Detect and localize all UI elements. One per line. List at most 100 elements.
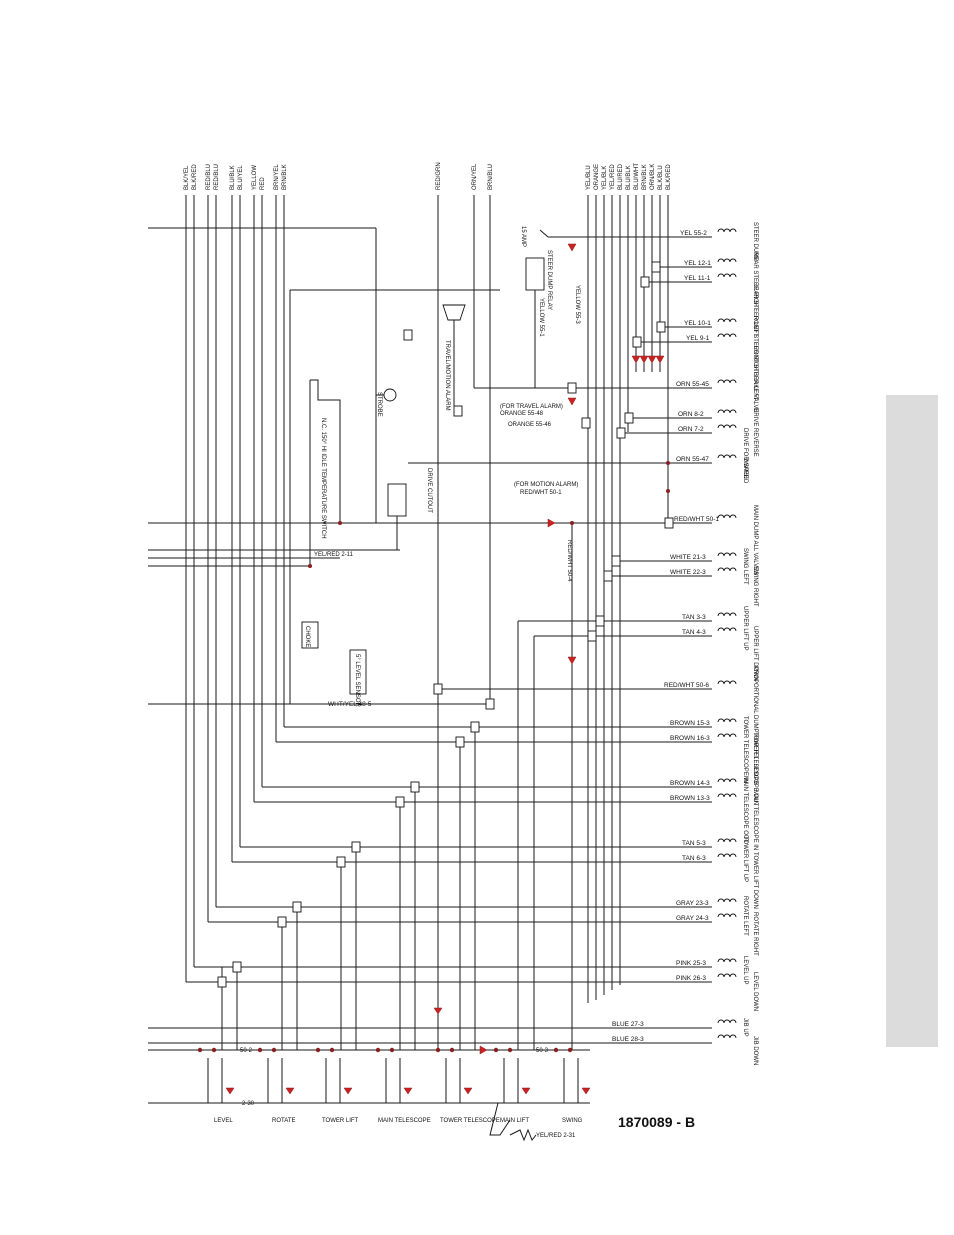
wire-note: YEL/RED 2-31 bbox=[536, 1133, 576, 1139]
wire-label: PINK 25-3 bbox=[676, 960, 706, 967]
wire-note: RED/WHT 50-4 bbox=[566, 540, 572, 582]
device-label: PROPORTIONAL DUMP FOR TELESCOPE bbox=[752, 666, 758, 784]
top-label: ORN/YEL bbox=[472, 163, 478, 190]
device-label: TOWER LIFT UP bbox=[742, 836, 748, 882]
wire-note: 50-3 bbox=[536, 1048, 549, 1054]
level-sensor-label: 5° LEVEL SENSOR bbox=[354, 654, 360, 708]
top-label: BRN/BLU bbox=[488, 164, 494, 190]
device-label: REAR STEER RIGHT bbox=[752, 252, 758, 311]
steer-dump-relay bbox=[525, 229, 549, 388]
device-label: UPPER LIFT UP bbox=[742, 606, 748, 651]
wire-label: YEL 9-1 bbox=[686, 335, 710, 342]
switch-label: TOWER LIFT bbox=[322, 1118, 359, 1124]
wire-label: YEL 12-1 bbox=[684, 260, 711, 267]
junction-dots bbox=[197, 461, 670, 1053]
switch-label: MAIN TELESCOPE bbox=[378, 1118, 431, 1124]
top-label: BRN/YEL bbox=[274, 164, 280, 190]
wire-label: RED/WHT 50-6 bbox=[664, 682, 709, 689]
top-label: BLU/YEL bbox=[238, 165, 244, 190]
alarm-label: TRAVEL/MOTION ALARM bbox=[444, 340, 450, 411]
device-labels: STEER DUMP REAR STEER RIGHT REAR STEER L… bbox=[742, 222, 758, 1065]
drive-cutout-label: DRIVE CUTOUT bbox=[426, 468, 432, 513]
top-label: BLU/BLK bbox=[230, 165, 236, 190]
top-label: BRN/BLK bbox=[282, 164, 288, 190]
wire-label: BROWN 16-3 bbox=[670, 735, 710, 742]
top-label: ORN/BLK bbox=[650, 164, 656, 190]
wire-note: ORANGE 55-46 bbox=[508, 422, 552, 428]
device-label: JIB UP bbox=[742, 1018, 748, 1037]
strobe-label: STROBE bbox=[376, 392, 382, 417]
top-label: YELLOW bbox=[252, 165, 258, 190]
choke-box bbox=[301, 621, 319, 649]
device-label: FRONT STEER LEFT bbox=[752, 342, 758, 401]
device-label: BRAKE VALVE bbox=[752, 372, 758, 412]
top-label: YEL/RED bbox=[610, 164, 616, 190]
top-label: BLU/RED bbox=[618, 163, 624, 190]
top-label: BLK/RED bbox=[192, 164, 198, 190]
wire-label: BROWN 15-3 bbox=[670, 720, 710, 727]
wire-note: 15 AMP bbox=[520, 226, 526, 247]
wire-note: YELLOW 55-1 bbox=[538, 298, 544, 337]
wire-label: BROWN 14-3 bbox=[670, 780, 710, 787]
level-sensor-box bbox=[349, 649, 367, 695]
travel-motion-alarm-horn bbox=[442, 304, 466, 406]
top-label: BLK/BLU bbox=[658, 165, 664, 190]
document-number: 1870089 - B bbox=[618, 1114, 696, 1130]
temperature-switch bbox=[309, 379, 341, 566]
wire-label: BLUE 27-3 bbox=[612, 1021, 644, 1028]
drive-cutout-relay bbox=[387, 483, 407, 550]
wire-label: ORN 55-47 bbox=[676, 456, 709, 463]
wire-label: GRAY 23-3 bbox=[676, 900, 709, 907]
wire-note: (FOR MOTION ALARM) bbox=[514, 482, 578, 488]
top-label: BLU/BLK bbox=[626, 165, 632, 190]
bottom-switch-bank bbox=[207, 1058, 591, 1142]
device-label: DRIVE FORWARD bbox=[742, 428, 748, 479]
top-label: BLU/WHT bbox=[634, 163, 640, 190]
top-label: RED/BLU bbox=[214, 164, 220, 190]
wire-label: TAN 4-3 bbox=[682, 629, 706, 636]
wire-label: YEL 55-2 bbox=[680, 230, 707, 237]
wire-note: (FOR TRAVEL ALARM) bbox=[500, 404, 563, 410]
device-label: REAR STEER LEFT bbox=[752, 282, 758, 337]
temp-switch-label: N.C. 150° HI IDLE TEMPERATURE SWITCH bbox=[320, 418, 326, 539]
wire-label: TAN 6-3 bbox=[682, 855, 706, 862]
top-label: YEL/BLU bbox=[586, 165, 592, 190]
device-label: TOWER TELESCOPE OUT bbox=[752, 732, 758, 806]
device-label: ROTATE RIGHT bbox=[752, 912, 758, 956]
device-label: UPPER LIFT DOWN bbox=[752, 626, 758, 681]
wire-label: TAN 3-3 bbox=[682, 614, 706, 621]
page-side-tab bbox=[886, 395, 938, 1047]
top-label: BLK/YEL bbox=[184, 165, 190, 190]
wire-label: YEL 10-1 bbox=[684, 320, 711, 327]
device-label: TOWER LIFT DOWN bbox=[752, 852, 758, 909]
relay-label: STEER DUMP RELAY bbox=[546, 250, 552, 310]
wire-label: RED/WHT 50-1 bbox=[674, 516, 719, 523]
device-label: FRONT STEER RIGHT bbox=[752, 312, 758, 375]
left-vertical-bundle bbox=[185, 195, 285, 982]
wire-label: WHITE 21-3 bbox=[670, 554, 706, 561]
wire-label: BLUE 28-3 bbox=[612, 1036, 644, 1043]
device-label: MAIN TELESCOPE IN bbox=[752, 790, 758, 850]
switch-drops bbox=[221, 523, 573, 1050]
device-label: LEVEL UP bbox=[742, 956, 748, 984]
device-label: JIB DOWN bbox=[752, 1036, 758, 1065]
choke-label: CHOKE bbox=[304, 626, 310, 647]
wire-note: ORANGE 55-48 bbox=[500, 411, 544, 417]
wire-label: GRAY 24-3 bbox=[676, 915, 709, 922]
device-label: SWING RIGHT bbox=[752, 566, 758, 607]
device-label: MAIN DUMP ALL VALVES bbox=[752, 505, 758, 575]
diodes bbox=[433, 243, 665, 1055]
top-label: ORANGE bbox=[594, 164, 600, 190]
device-label: SWING LEFT bbox=[742, 548, 748, 585]
wire-label: ORN 55-45 bbox=[676, 381, 709, 388]
wire-label: PINK 26-3 bbox=[676, 975, 706, 982]
device-label: TOWER TELESCOPE IN bbox=[742, 716, 748, 783]
wire-note: RED/WHT 50-1 bbox=[520, 490, 562, 496]
top-label: RED/GRN bbox=[436, 162, 442, 190]
right-vertical-bundle bbox=[587, 195, 669, 1003]
switch-label: MAIN LIFT bbox=[500, 1118, 529, 1124]
switch-label: TOWER TELESCOPE bbox=[440, 1118, 500, 1124]
top-label: BLK/RED bbox=[666, 164, 672, 190]
wire-note: YELLOW 55-3 bbox=[574, 285, 580, 324]
